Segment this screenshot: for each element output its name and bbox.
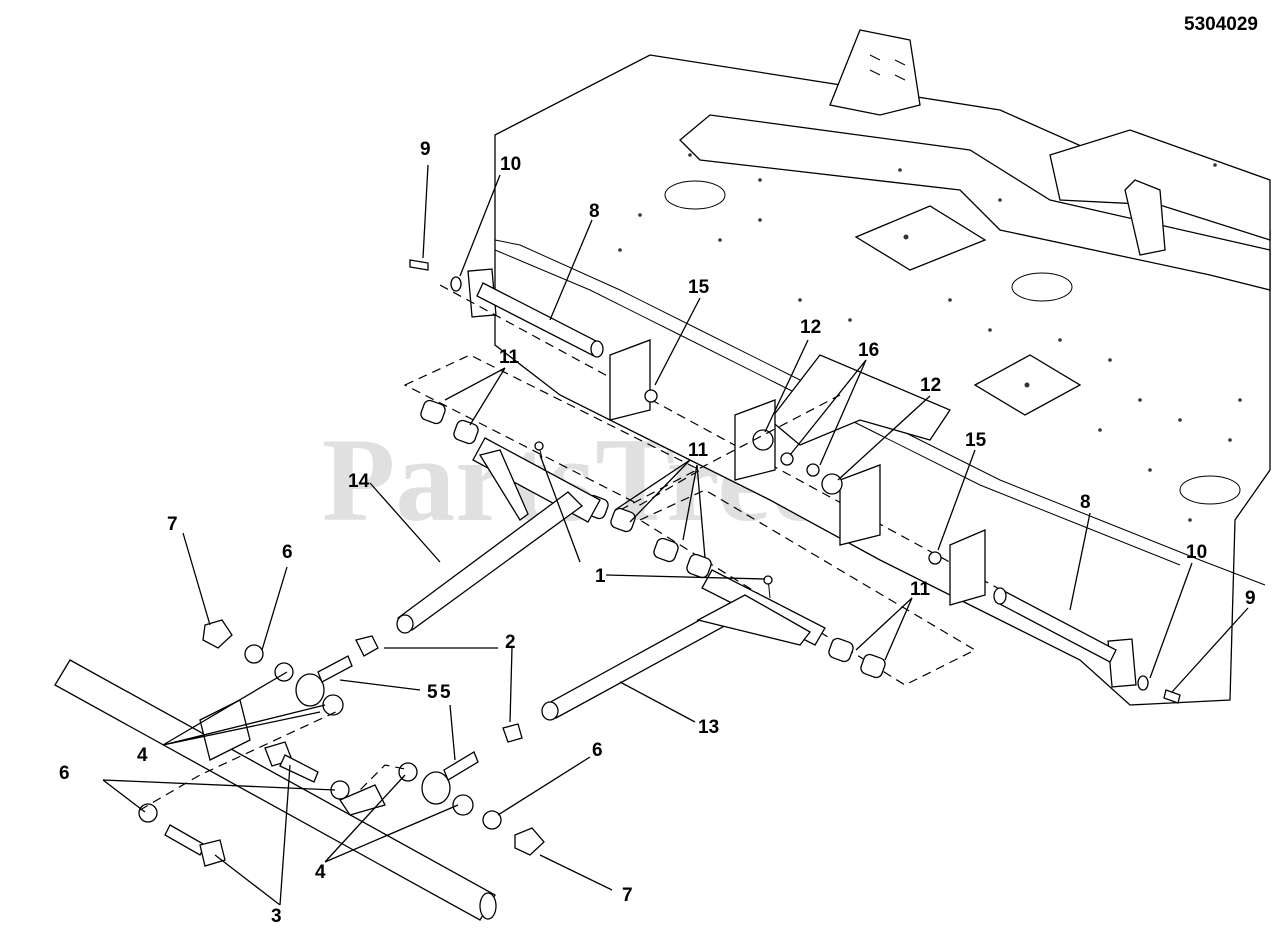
callout-4-upper: 4 [137,745,148,766]
lift-arm-14 [396,437,601,634]
callout-7-lower: 7 [622,885,633,906]
callout-2-upper: 2 [505,632,516,653]
callout-14: 14 [348,471,370,492]
callout-11-upper: 11 [499,347,520,368]
callout-10-upper: 10 [500,154,521,175]
leader-lines [102,164,1249,906]
callout-6-middle: 6 [592,740,603,761]
callout-10-lower: 10 [1186,542,1207,563]
callout-5-lower: 5 [440,682,451,703]
callout-15-upper: 15 [688,277,710,298]
lift-arm-13 [541,569,826,721]
callout-6-upper: 6 [282,542,293,563]
pivot-pin-right [993,587,1137,688]
callout-15-lower: 15 [965,430,987,451]
callout-16: 16 [858,340,879,361]
callout-11-middle: 11 [688,440,709,461]
callout-12-upper: 12 [800,317,821,338]
pivot-pin-left [439,268,1131,661]
callouts: 9 10 8 15 12 16 12 15 11 11 8 14 7 6 10 … [59,139,1256,927]
tie-rod-hardware-upper [202,619,379,716]
callout-13: 13 [698,717,719,738]
callout-7-upper: 7 [167,514,178,535]
diagram-id: 5304029 [1184,14,1258,35]
callout-8-upper: 8 [589,201,600,222]
callout-8-lower: 8 [1080,492,1091,513]
tie-rod-hardware-lower [398,723,545,856]
callout-3: 3 [271,906,282,927]
bushings [420,399,886,679]
hardware-rear [409,259,1181,704]
mower-deck [494,29,1271,706]
callout-5-upper: 5 [427,682,438,703]
dashed-groups [403,354,977,686]
callout-4-lower: 4 [315,862,326,883]
callout-9-lower: 9 [1245,588,1256,609]
callout-6-lower: 6 [59,763,70,784]
callout-11-lower: 11 [910,579,931,600]
callout-12-lower: 12 [920,375,941,396]
callout-1-middle: 1 [595,566,606,587]
bolts [138,741,350,867]
callout-9-upper: 9 [420,139,431,160]
